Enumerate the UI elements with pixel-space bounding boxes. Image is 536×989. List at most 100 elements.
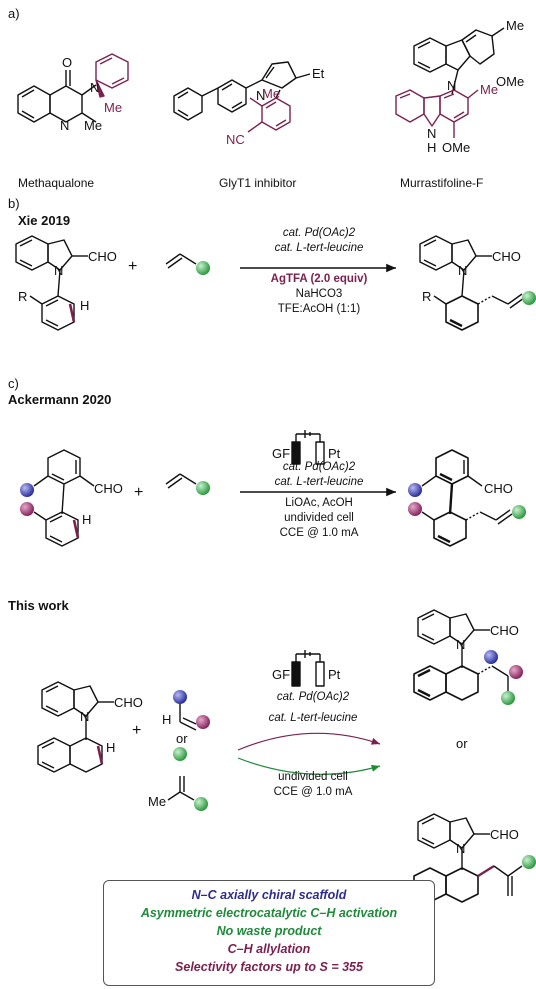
ackermann-pt: Pt [328,446,341,461]
purple-sphere-substrate [20,502,34,516]
ackermann-cond2: cat. L-tert-leucine [274,476,364,488]
atom-NH-H: H [427,140,437,155]
caption-glyt1: GlyT1 inhibitor [219,176,297,190]
atom-N-glyt: N [256,88,266,103]
summary-line-5: Selectivity factors up to S = 355 [175,960,363,974]
atom-O: O [62,55,73,70]
thiswork-or-reagent: or [176,731,188,746]
product2-atom-N: N [456,841,466,856]
atom-Me: Me [84,118,103,133]
green-sphere-alkene [173,747,187,761]
xie-cond2: cat. L-tert-leucine [274,242,364,254]
ackermann-cond4: undivided cell [284,512,354,524]
caption-murrastifoline: Murrastifoline-F [400,176,484,190]
panel-a-label: a) [8,6,20,21]
ackermann-electrode-diagram [291,430,325,465]
summary-line-1: N–C axially chiral scaffold [191,888,347,902]
xie-atom-H: H [80,298,90,313]
green-sphere-reagent-c [196,481,210,495]
thiswork-cond4: CCE @ 1.0 mA [273,786,353,798]
thiswork-cond1: cat. Pd(OAc)2 [276,691,350,703]
thiswork-cond3: undivided cell [278,771,348,783]
product1-atom-N: N [456,637,466,652]
atom-Me-glyt: Me [262,86,281,101]
green-sphere-methallyl [194,797,208,811]
blue-sphere-substrate [20,483,34,497]
green-sphere-product-c [512,505,526,519]
thiswork-atom-H: H [106,740,116,755]
purple-sphere-product1 [509,665,523,679]
ackermann-product-atom-CHO: CHO [484,481,513,496]
thiswork-atom-N: N [80,709,90,724]
atom-Me-murra: Me [506,18,525,33]
xie-product-atom-CHO: CHO [492,249,521,264]
thiswork-substrate-structure [37,681,114,773]
atom-OMe-bottom: OMe [442,140,471,155]
xie-cond1: cat. Pd(OAc)2 [282,227,356,239]
methallyl-reagent-structure [167,776,195,801]
ackermann-gf: GF [272,446,291,461]
atom-N2: N [60,118,70,133]
atom-N-murra: N [447,78,457,93]
thiswork-gf: GF [272,667,291,682]
thiswork-atom-CHO: CHO [114,695,143,710]
ackermann-atom-H: H [82,512,92,527]
caption-methaqualone: Methaqualone [18,176,95,190]
xie-cond3: AgTFA (2.0 equiv) [270,273,368,285]
ackermann-cond5: CCE @ 1.0 mA [279,527,359,539]
green-sphere-product1 [501,691,515,705]
ackermann-plus: + [134,484,144,501]
methallylation-arc-arrow [237,757,381,775]
panel-b-label: b) [8,196,20,211]
atom-NC: NC [226,132,245,147]
atom-NH-N: N [427,126,437,141]
blue-sphere-alkene [173,690,187,704]
xie-product-atom-R: R [422,289,432,304]
methaqualone-structure [17,53,129,123]
alkene-atom-H: H [162,712,172,727]
purple-sphere-product-c [408,502,422,516]
xie-atom-R: R [18,289,28,304]
purple-sphere-alkene [196,715,210,729]
summary-box: N–C axially chiral scaffold Asymmetric e… [103,880,435,986]
glyt1-structure [173,61,311,133]
ackermann-conditions-bottom: LiOAc, AcOH undivided cell CCE @ 1.0 mA [244,496,394,541]
atom-OMe-top: OMe [496,74,525,89]
ackermann-substrate-structure [33,449,95,547]
thiswork-cond2: cat. L-tert-leucine [268,712,358,724]
green-sphere-product [522,291,536,305]
summary-line-3: No waste product [216,924,322,938]
thiswork-product1-structure [413,609,509,701]
thiswork-electrode-diagram [291,650,325,687]
atom-Et: Et [312,66,325,81]
trisubstituted-alkene-structure [179,704,197,731]
xie-product-atom-N: N [458,263,468,278]
thiswork-conditions-bottom: undivided cell CCE @ 1.0 mA [238,770,388,800]
xie-product-structure [419,235,525,331]
summary-line-2: Asymmetric electrocatalytic C–H activati… [140,906,398,920]
xie-substrate-structure [15,235,88,331]
green-sphere-product2 [522,855,536,869]
ackermann-cond1: cat. Pd(OAc)2 [282,461,356,473]
ackermann-cond3: LiOAc, AcOH [285,497,353,509]
thiswork-pt: Pt [328,667,341,682]
atom-N: N [90,80,100,95]
xie-cond5: TFE:AcOH (1:1) [277,303,361,315]
ackermann-alkene-structure [165,473,197,489]
product1-atom-CHO: CHO [490,623,519,638]
ackermann-atom-CHO: CHO [94,481,123,496]
thiswork-plus: + [132,722,142,739]
panel-c-label: c) [8,376,19,391]
ackermann-product-structure [421,449,513,547]
xie-alkene-structure [165,253,197,269]
ackermann-title: Ackermann 2020 [8,392,112,407]
blue-sphere-product-c [408,483,422,497]
product2-atom-CHO: CHO [490,827,519,842]
ackermann-conditions-top: cat. Pd(OAc)2 cat. L-tert-leucine [244,460,394,490]
murrastifoline-structure [395,27,505,138]
blue-sphere-product1 [484,650,498,664]
methallyl-atom-Me: Me [148,794,167,809]
xie-cond4: NaHCO3 [295,288,343,300]
xie-conditions-top: cat. Pd(OAc)2 cat. L-tert-leucine [244,226,394,256]
